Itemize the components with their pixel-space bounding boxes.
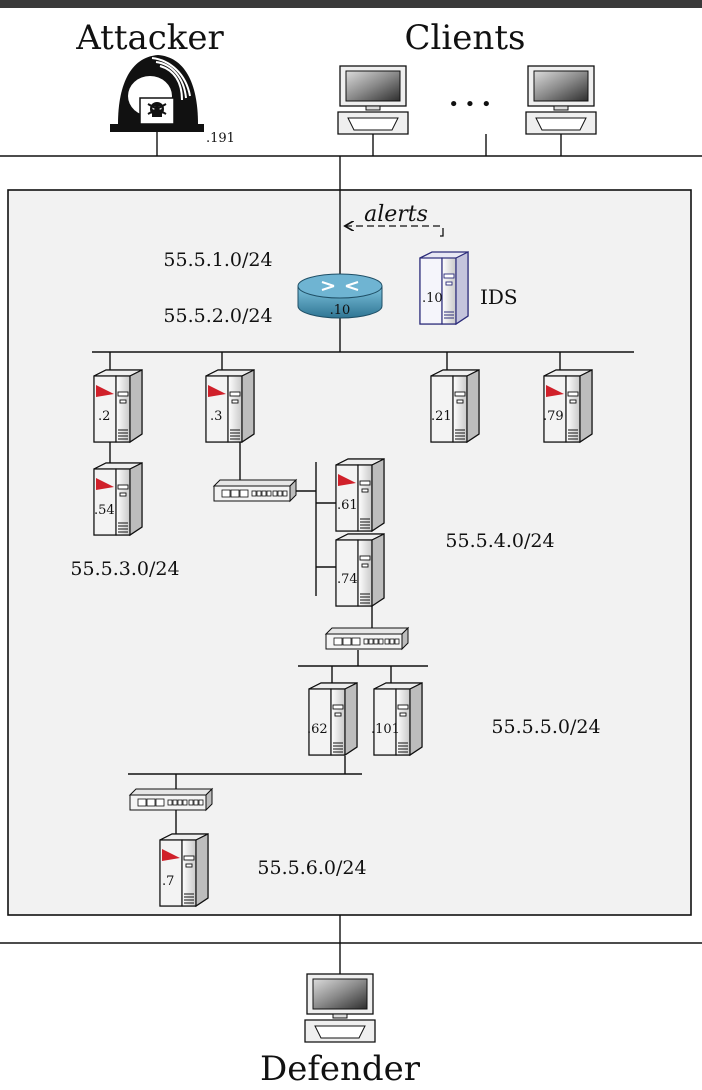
clients-ellipsis: • • • (448, 94, 491, 115)
server-62-ip: .62 (307, 722, 328, 737)
switch-2-icon (325, 627, 409, 650)
attacker-label: Attacker (75, 18, 224, 58)
defender-computer-icon (304, 973, 376, 1043)
defender-label: Defender (260, 1049, 421, 1089)
switch-3-icon (129, 788, 213, 811)
ids-ip: .10 (422, 291, 443, 306)
client-computer-1-icon (337, 65, 409, 135)
server-79-ip: .79 (543, 409, 564, 424)
server-61-ip: .61 (337, 498, 358, 513)
server-79-icon (543, 369, 593, 443)
server-21-ip: .21 (431, 409, 452, 424)
server-2-icon (93, 369, 143, 443)
server-101-icon (373, 682, 423, 756)
subnet-55-5-5-label: 55.5.5.0/24 (491, 716, 600, 738)
server-74-ip: .74 (337, 572, 358, 587)
ids-label: IDS (480, 285, 518, 309)
subnet-55-5-4-label: 55.5.4.0/24 (445, 530, 554, 552)
router-ip: .10 (330, 303, 351, 318)
server-7-icon (159, 833, 209, 907)
attacker-ip: .191 (206, 131, 235, 146)
server-101-ip: .101 (371, 722, 400, 737)
subnet-55-5-2-label: 55.5.2.0/24 (163, 305, 272, 327)
ids-server-icon (419, 251, 469, 326)
server-21-icon (430, 369, 480, 443)
server-74-icon (335, 533, 385, 607)
client-computer-2-icon (525, 65, 597, 135)
attacker-icon (110, 55, 204, 132)
server-62-icon (308, 682, 358, 756)
switch-1-icon (213, 479, 297, 502)
subnet-55-5-1-label: 55.5.1.0/24 (163, 249, 272, 271)
server-2-ip: .2 (98, 409, 110, 424)
subnet-55-5-6-label: 55.5.6.0/24 (257, 857, 366, 879)
server-7-ip: .7 (162, 874, 174, 889)
alerts-label: alerts (364, 202, 428, 227)
subnet-55-5-3-label: 55.5.3.0/24 (70, 558, 179, 580)
router-icon (297, 273, 383, 319)
top-bar (0, 0, 702, 8)
server-3-ip: .3 (210, 409, 222, 424)
clients-label: Clients (405, 18, 526, 58)
server-54-ip: .54 (94, 503, 115, 518)
server-54-icon (93, 462, 143, 536)
server-3-icon (205, 369, 255, 443)
server-61-icon (335, 458, 385, 532)
